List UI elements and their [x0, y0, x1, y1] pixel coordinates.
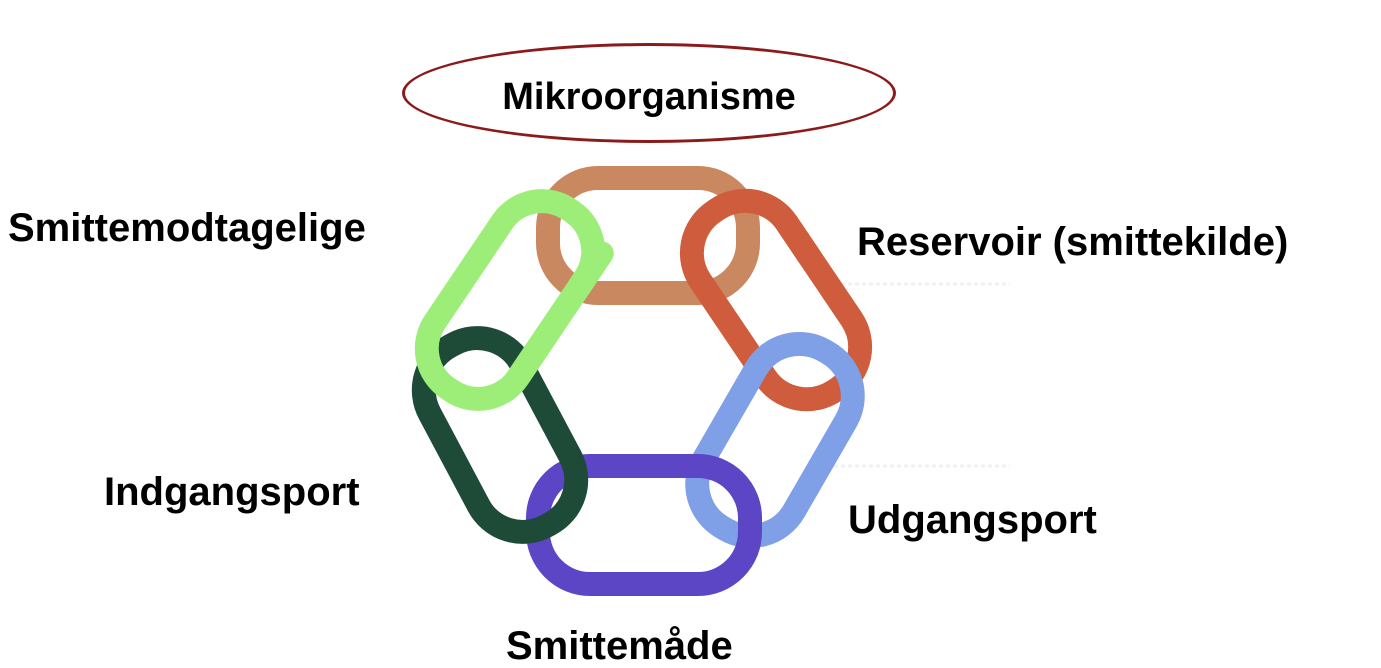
- title-oval: Mikroorganisme: [402, 43, 896, 143]
- chain-link-smittemodtagelige-overlap: [567, 241, 614, 299]
- chain-link-udgangsport: [685, 331, 865, 549]
- label-indgangsport: Indgangsport: [104, 470, 360, 514]
- label-smittemaade: Smittemåde: [506, 624, 733, 668]
- chain-link-smittemodtagelige: [414, 189, 606, 411]
- chain-link-indgangsport: [411, 326, 589, 544]
- chain-link-top: [536, 166, 760, 305]
- label-smittemodtagelige: Smittemodtagelige: [8, 206, 366, 250]
- label-udgangsport: Udgangsport: [848, 498, 1097, 542]
- title-label: Mikroorganisme: [502, 76, 796, 118]
- chain-link-reservoir: [679, 188, 873, 412]
- background-streaks: [820, 282, 1010, 468]
- chain-link-reservoir-overlap: [774, 210, 823, 270]
- label-reservoir: Reservoir (smittekilde): [857, 220, 1289, 264]
